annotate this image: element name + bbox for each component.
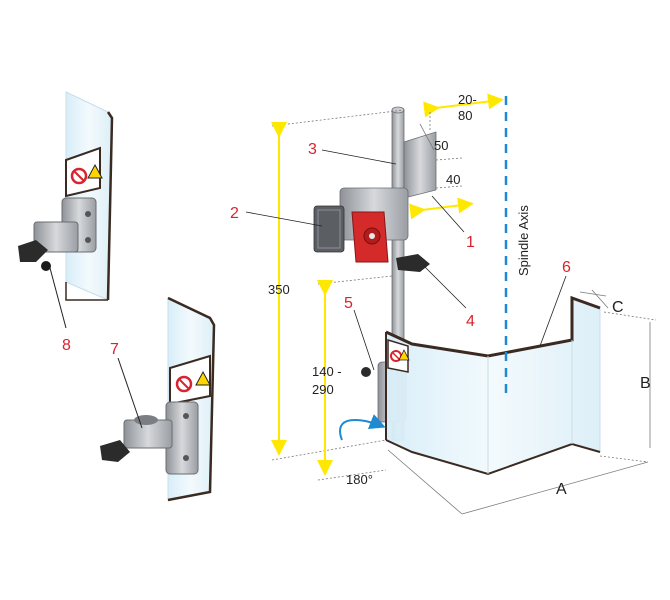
knob-icon: [100, 440, 130, 462]
dim-b: B: [640, 375, 651, 392]
hand-warning-sign-icon: [87, 163, 103, 179]
main-assembly: [313, 106, 601, 476]
callout-8: 8: [62, 337, 71, 354]
hand-warning-sign-icon: [195, 370, 211, 386]
dimension-labels: 20- 80 50 40 350 140 - 290 180° A B C: [268, 92, 651, 498]
dim-350: 350: [268, 282, 290, 297]
dim-range-top: 140 -: [312, 364, 342, 379]
dim-c: C: [612, 299, 624, 316]
dim-offset: 20- 80: [458, 92, 480, 123]
callout-5: 5: [344, 295, 353, 312]
dimensions: [271, 93, 657, 515]
dim-offset-line1: 20-: [458, 92, 477, 107]
callout-numbers: 1 2 3 4 5 6 7 8: [62, 141, 571, 358]
detail-clamp-8: [18, 91, 114, 329]
callout-7: 7: [110, 341, 119, 358]
spindle-axis-label: Spindle Axis: [516, 205, 531, 276]
knob-icon: [18, 240, 51, 271]
callout-3: 3: [308, 141, 317, 158]
no-entry-sign-icon: [175, 375, 193, 393]
callout-1: 1: [466, 234, 475, 251]
detail-clamp-7: [100, 296, 216, 502]
dim-offset-line2: 80: [458, 108, 472, 123]
dim-a: A: [556, 481, 567, 498]
no-entry-sign-icon: [70, 167, 88, 185]
spindle-axis: Spindle Axis: [504, 96, 531, 400]
dim-50: 50: [434, 138, 448, 153]
hand-warning-sign-icon: [398, 349, 410, 361]
dim-40: 40: [446, 172, 460, 187]
callout-2: 2: [230, 205, 239, 222]
leaders: [245, 149, 567, 371]
callout-6: 6: [562, 259, 571, 276]
callout-4: 4: [466, 313, 475, 330]
knob-icon: [396, 254, 430, 272]
dim-rotation: 180°: [346, 472, 373, 487]
dim-range-bottom: 290: [312, 382, 334, 397]
